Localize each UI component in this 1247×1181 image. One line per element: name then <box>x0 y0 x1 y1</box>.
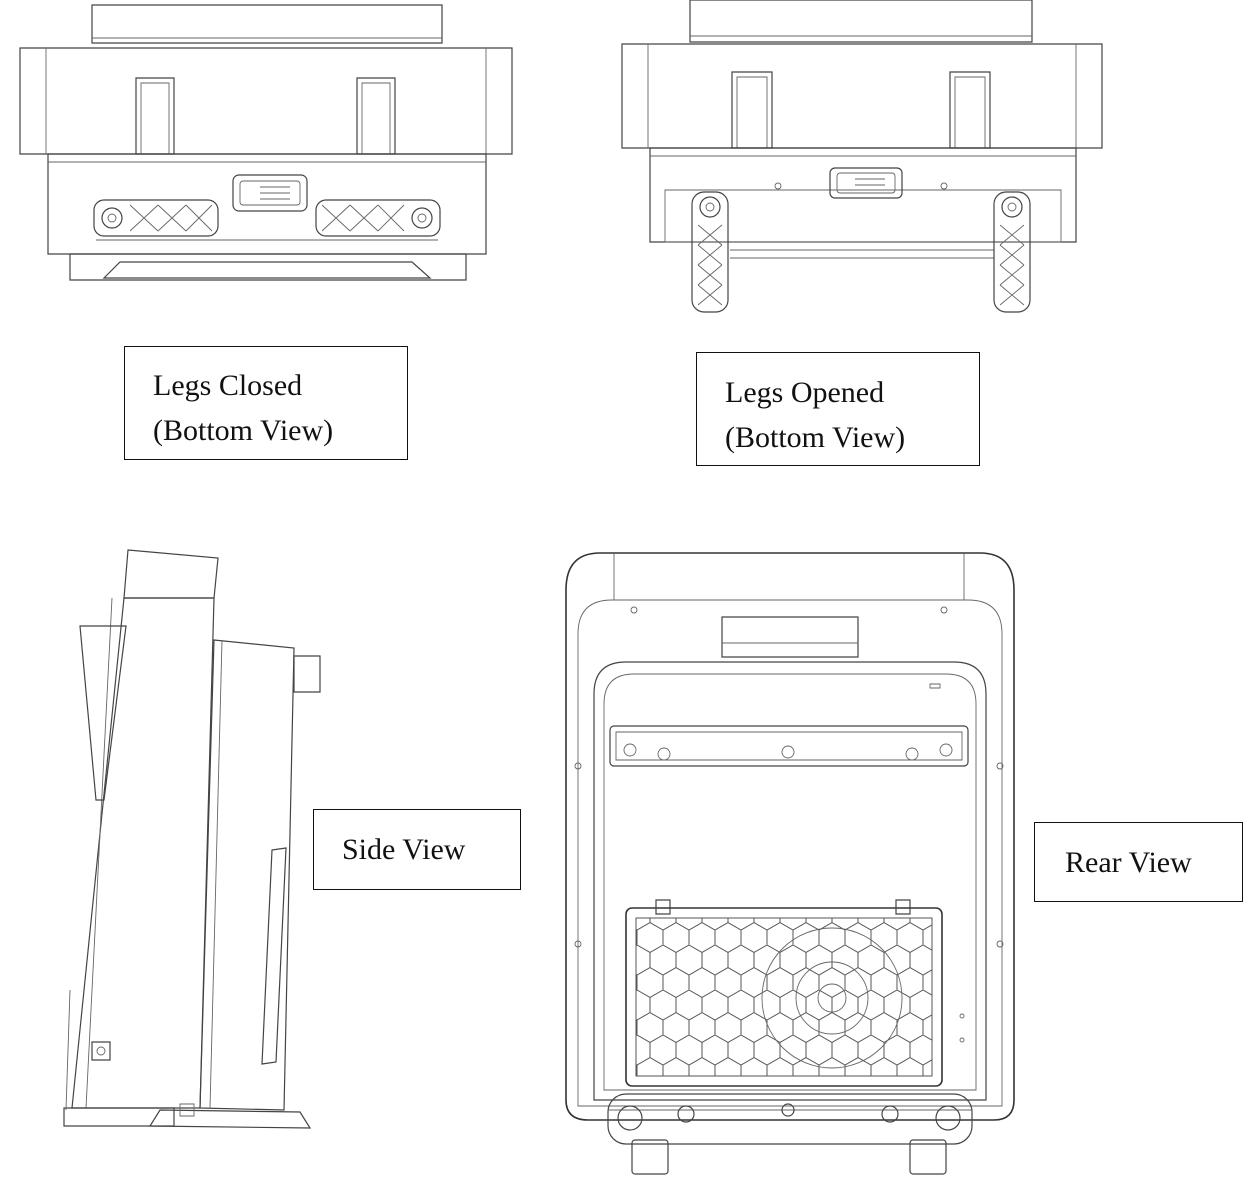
legs-opened-drawing <box>622 0 1102 312</box>
rear-view-drawing <box>566 553 1014 1174</box>
label-legs-closed-line2: (Bottom View) <box>153 414 334 447</box>
label-side-view: Side View <box>313 809 521 890</box>
label-rear-view: Rear View <box>1034 822 1243 902</box>
label-side-view-text: Side View <box>342 833 466 866</box>
legs-closed-drawing <box>20 5 512 280</box>
label-legs-closed: Legs Closed (Bottom View) <box>124 346 408 460</box>
label-legs-opened-line1: Legs Opened <box>725 376 885 409</box>
label-legs-opened-line2: (Bottom View) <box>725 421 906 454</box>
label-legs-opened: Legs Opened (Bottom View) <box>696 352 980 466</box>
label-rear-view-text: Rear View <box>1065 846 1192 879</box>
side-view-drawing <box>64 550 320 1128</box>
label-legs-closed-line1: Legs Closed <box>153 369 303 402</box>
